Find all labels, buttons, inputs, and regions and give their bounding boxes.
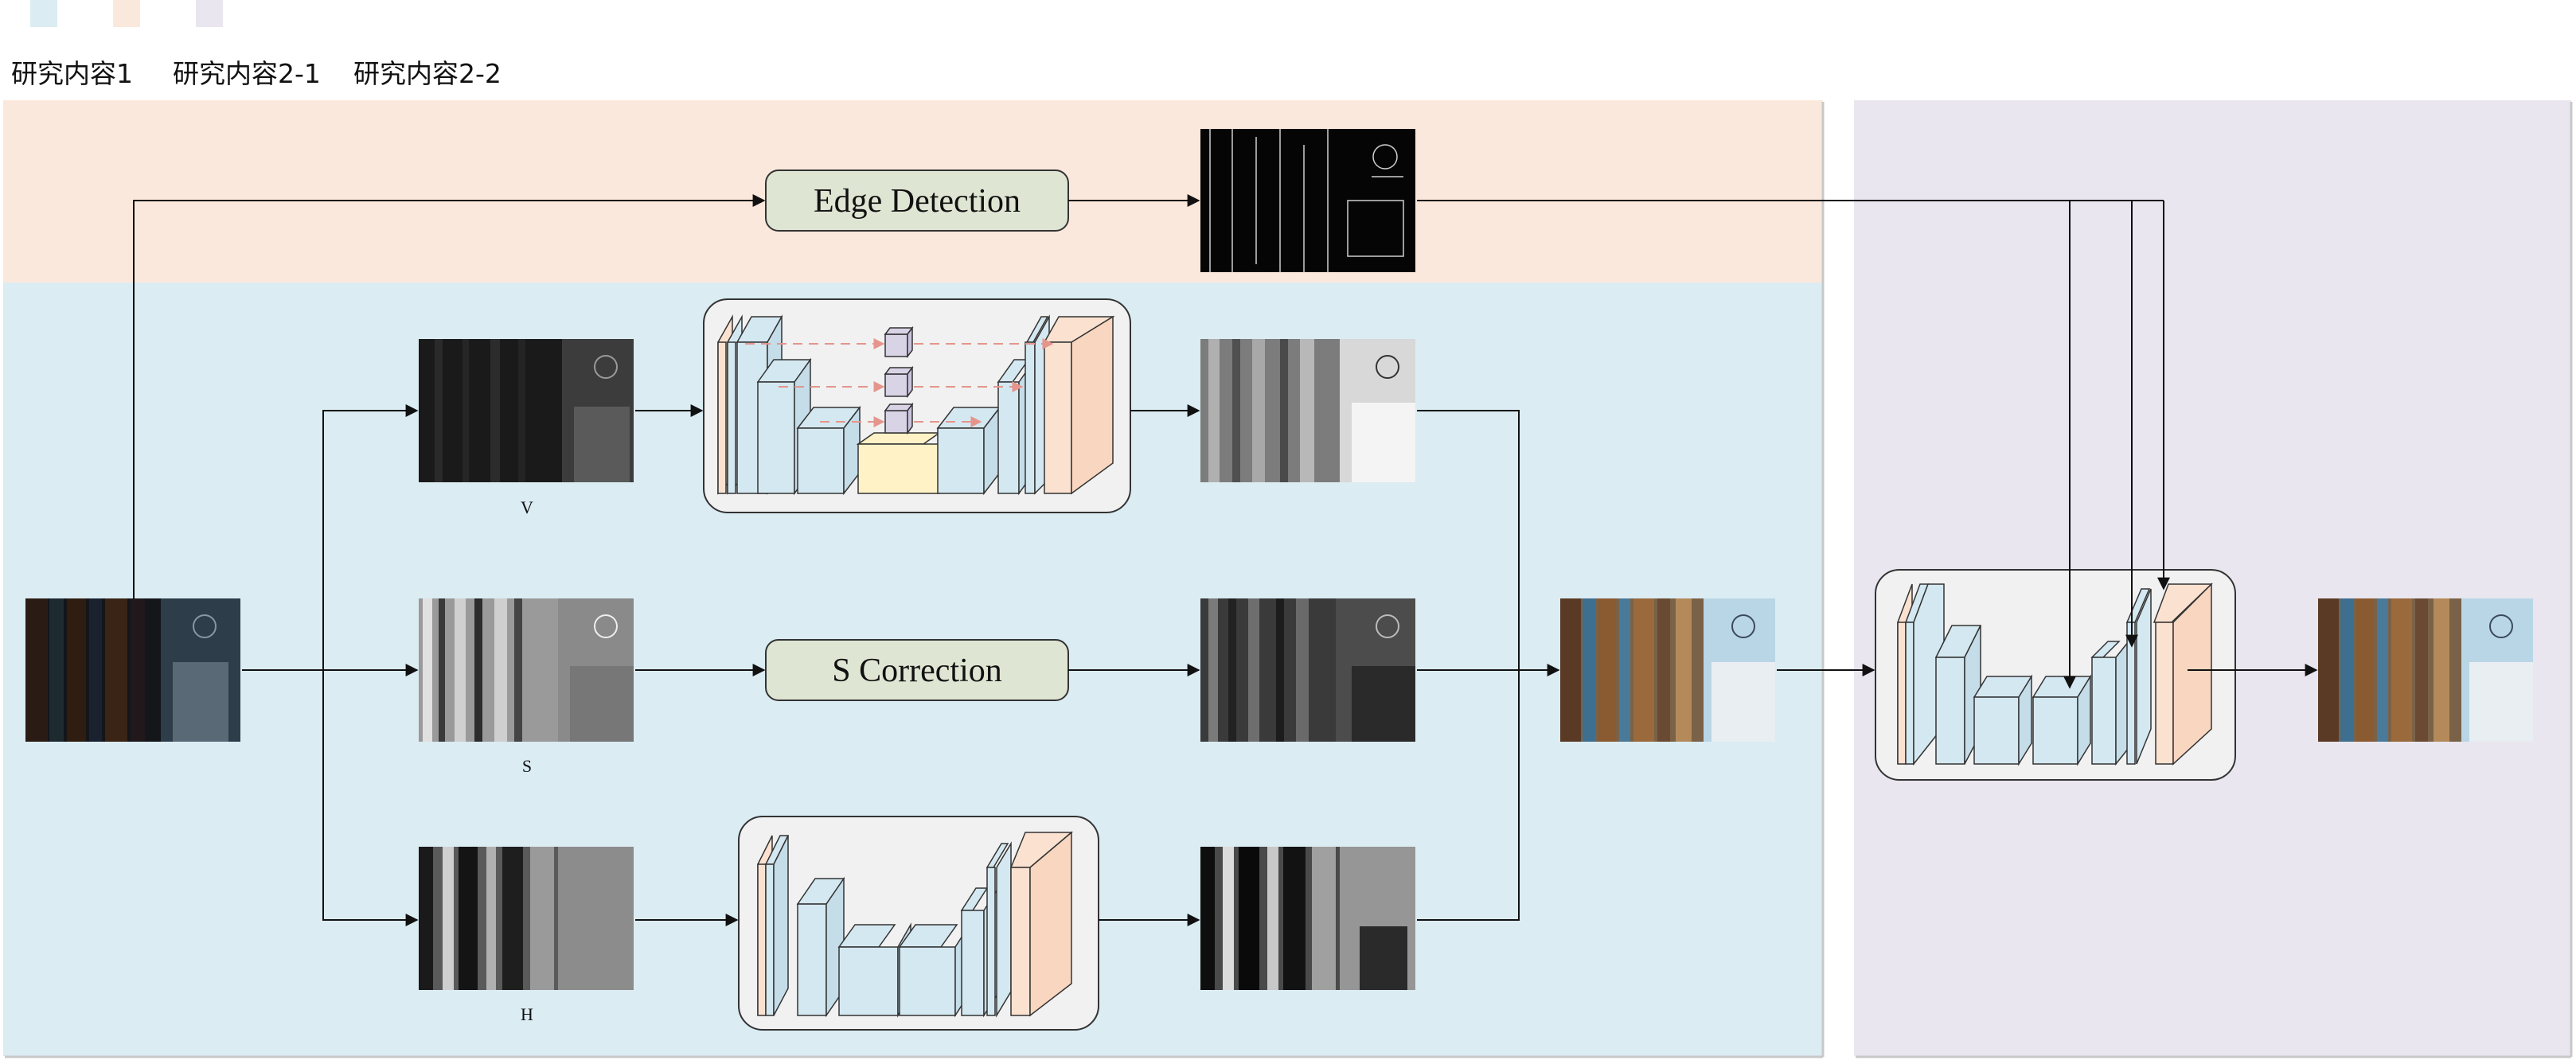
h-enhanced-image <box>1200 847 1417 990</box>
legend-swatch-1 <box>30 0 57 27</box>
input-image <box>25 598 242 742</box>
caption-v: V <box>521 497 533 517</box>
legend-swatch-2-2 <box>196 0 223 27</box>
s-correction-label: S Correction <box>832 653 1001 689</box>
edge-map-image <box>1200 129 1417 272</box>
fusion-unet-block <box>1875 569 2236 781</box>
edge-detection-block: Edge Detection <box>765 170 1069 232</box>
s-channel-image <box>419 598 635 742</box>
h-channel-image <box>419 847 635 990</box>
legend-label-2-2: 研究内容2-2 <box>353 58 502 89</box>
v-enhanced-image <box>1200 339 1417 482</box>
caption-h: H <box>521 1004 533 1024</box>
caption-s: S <box>522 756 532 776</box>
edge-detection-label: Edge Detection <box>814 183 1021 220</box>
legend-swatch-2-1 <box>113 0 140 27</box>
merged-image <box>1560 598 1777 742</box>
output-image <box>2318 598 2535 742</box>
h-unet-block <box>738 816 1099 1031</box>
v-unet-block <box>703 298 1131 513</box>
legend: 研究内容1 研究内容2-1 研究内容2-2 <box>11 0 502 89</box>
connectors <box>133 194 2318 926</box>
v-channel-image <box>419 339 635 482</box>
legend-label-2-1: 研究内容2-1 <box>173 58 321 89</box>
s-correction-block: S Correction <box>765 639 1069 701</box>
s-corrected-image <box>1200 598 1417 742</box>
legend-label-1: 研究内容1 <box>11 58 133 89</box>
